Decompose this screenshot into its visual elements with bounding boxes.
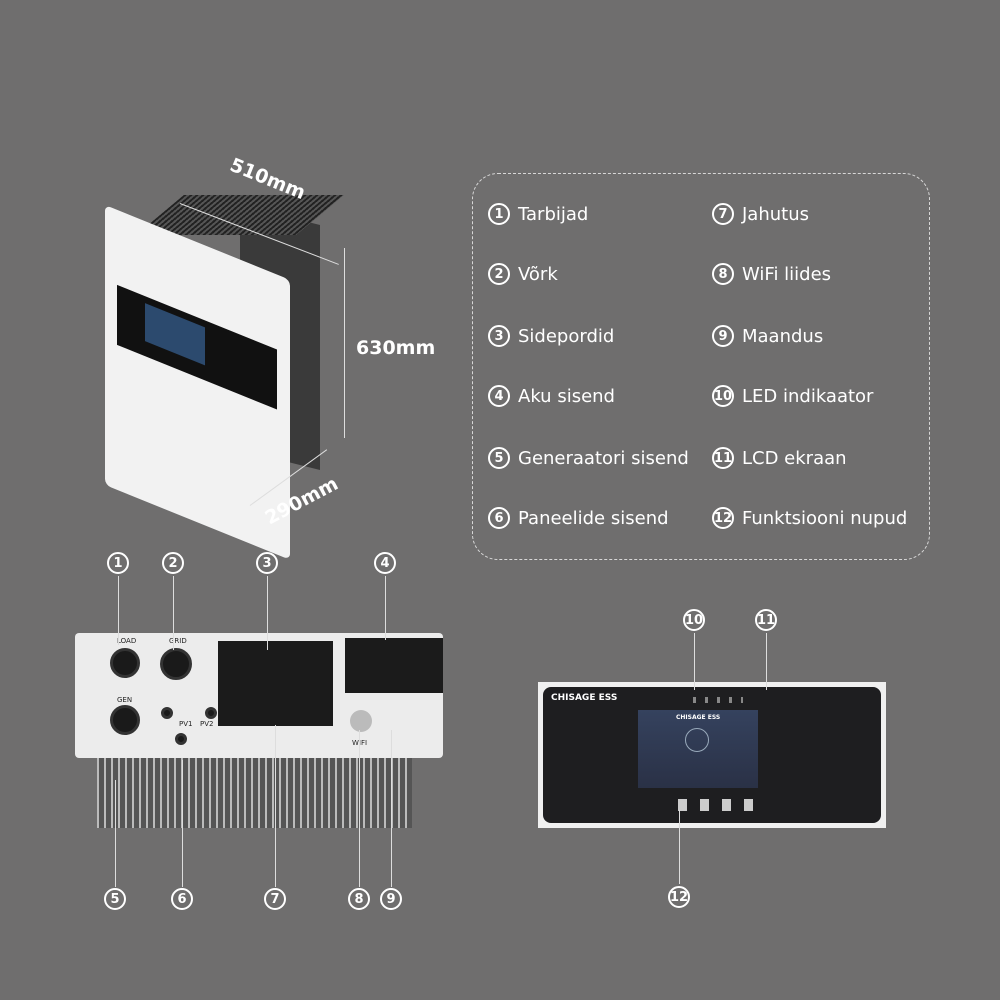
legend-label: Aku sisend bbox=[518, 385, 615, 407]
callout-number: 7 bbox=[264, 888, 286, 910]
load-port bbox=[110, 648, 140, 678]
callout-number: 6 bbox=[171, 888, 193, 910]
heatsink bbox=[97, 753, 412, 828]
led-indicators bbox=[693, 697, 743, 703]
legend-item: 1 Tarbijad bbox=[488, 203, 588, 225]
callout-line bbox=[391, 730, 392, 887]
legend-number: 5 bbox=[488, 447, 510, 469]
legend-label: LED indikaator bbox=[742, 385, 874, 407]
legend-item: 12 Funktsiooni nupud bbox=[712, 507, 907, 529]
legend-item: 4 Aku sisend bbox=[488, 385, 615, 407]
grid-port bbox=[160, 648, 192, 680]
callout-line bbox=[385, 576, 386, 640]
callout-number: 3 bbox=[256, 552, 278, 574]
legend-item: 6 Paneelide sisend bbox=[488, 507, 669, 529]
legend-number: 11 bbox=[712, 447, 734, 469]
legend-item: 2 Võrk bbox=[488, 263, 558, 285]
height-dimension-line bbox=[344, 248, 345, 438]
callout-number: 5 bbox=[104, 888, 126, 910]
legend-number: 1 bbox=[488, 203, 510, 225]
callout-line bbox=[267, 576, 268, 650]
comm-ports-plate bbox=[218, 641, 333, 726]
load-label: LOAD bbox=[117, 637, 137, 645]
pv-connector bbox=[175, 733, 187, 745]
legend-number: 12 bbox=[712, 507, 734, 529]
callout-number: 1 bbox=[107, 552, 129, 574]
screen-title: CHISAGE ESS bbox=[676, 714, 721, 721]
legend-item: 5 Generaatori sisend bbox=[488, 447, 689, 469]
callout-number: 8 bbox=[348, 888, 370, 910]
legend-label: Jahutus bbox=[742, 203, 809, 225]
inverter-3d-view bbox=[100, 195, 350, 560]
legend-label: Generaatori sisend bbox=[518, 447, 689, 469]
callout-number: 4 bbox=[374, 552, 396, 574]
legend-label: Sidepordid bbox=[518, 325, 615, 347]
legend-item: 10 LED indikaator bbox=[712, 385, 873, 407]
callout-line bbox=[173, 576, 174, 650]
panel-face: CHISAGE ESS CHISAGE ESS bbox=[543, 687, 881, 823]
legend-label: Tarbijad bbox=[518, 203, 589, 225]
lcd-screen: CHISAGE ESS bbox=[638, 710, 758, 788]
legend-item: 8 WiFi liides bbox=[712, 263, 831, 285]
panel-brand: CHISAGE ESS bbox=[551, 693, 618, 703]
callout-line bbox=[275, 725, 276, 887]
callout-line bbox=[118, 576, 119, 645]
legend-label: Funktsiooni nupud bbox=[742, 507, 908, 529]
legend-number: 2 bbox=[488, 263, 510, 285]
legend-label: Paneelide sisend bbox=[518, 507, 669, 529]
legend-number: 6 bbox=[488, 507, 510, 529]
legend-item: 3 Sidepordid bbox=[488, 325, 614, 347]
pv1-label: PV1 bbox=[179, 720, 193, 728]
legend-item: 11 LCD ekraan bbox=[712, 447, 847, 469]
legend-box bbox=[472, 173, 930, 560]
screen-gauge bbox=[685, 728, 709, 752]
legend-label: WiFi liides bbox=[742, 263, 832, 285]
callout-number: 2 bbox=[162, 552, 184, 574]
grid-label: GRID bbox=[169, 637, 187, 645]
callout-line bbox=[115, 780, 116, 887]
wifi-port bbox=[350, 710, 372, 732]
gen-port bbox=[110, 705, 140, 735]
callout-number: 12 bbox=[668, 886, 690, 908]
inverter-bottom-view: LOAD GRID GEN PV1 PV2 WIFI bbox=[75, 633, 445, 828]
height-dimension: 630mm bbox=[356, 337, 436, 359]
gen-label: GEN bbox=[117, 696, 133, 704]
legend-label: LCD ekraan bbox=[742, 447, 847, 469]
callout-number: 9 bbox=[380, 888, 402, 910]
legend-label: Võrk bbox=[518, 263, 558, 285]
legend-item: 7 Jahutus bbox=[712, 203, 809, 225]
battery-glands bbox=[345, 638, 443, 693]
callout-line bbox=[182, 760, 183, 887]
pv-connector bbox=[161, 707, 173, 719]
legend-number: 7 bbox=[712, 203, 734, 225]
legend-label: Maandus bbox=[742, 325, 824, 347]
control-panel: CHISAGE ESS CHISAGE ESS bbox=[538, 682, 886, 828]
callout-line bbox=[679, 810, 680, 884]
legend-number: 10 bbox=[712, 385, 734, 407]
pv-connector bbox=[205, 707, 217, 719]
legend-number: 9 bbox=[712, 325, 734, 347]
callout-line bbox=[766, 633, 767, 690]
callout-number: 11 bbox=[755, 609, 777, 631]
callout-line bbox=[359, 730, 360, 887]
legend-number: 8 bbox=[712, 263, 734, 285]
callout-number: 10 bbox=[683, 609, 705, 631]
function-buttons[interactable] bbox=[678, 799, 758, 811]
callout-line bbox=[694, 633, 695, 690]
legend-item: 9 Maandus bbox=[712, 325, 823, 347]
legend-number: 4 bbox=[488, 385, 510, 407]
pv2-label: PV2 bbox=[200, 720, 214, 728]
legend-number: 3 bbox=[488, 325, 510, 347]
